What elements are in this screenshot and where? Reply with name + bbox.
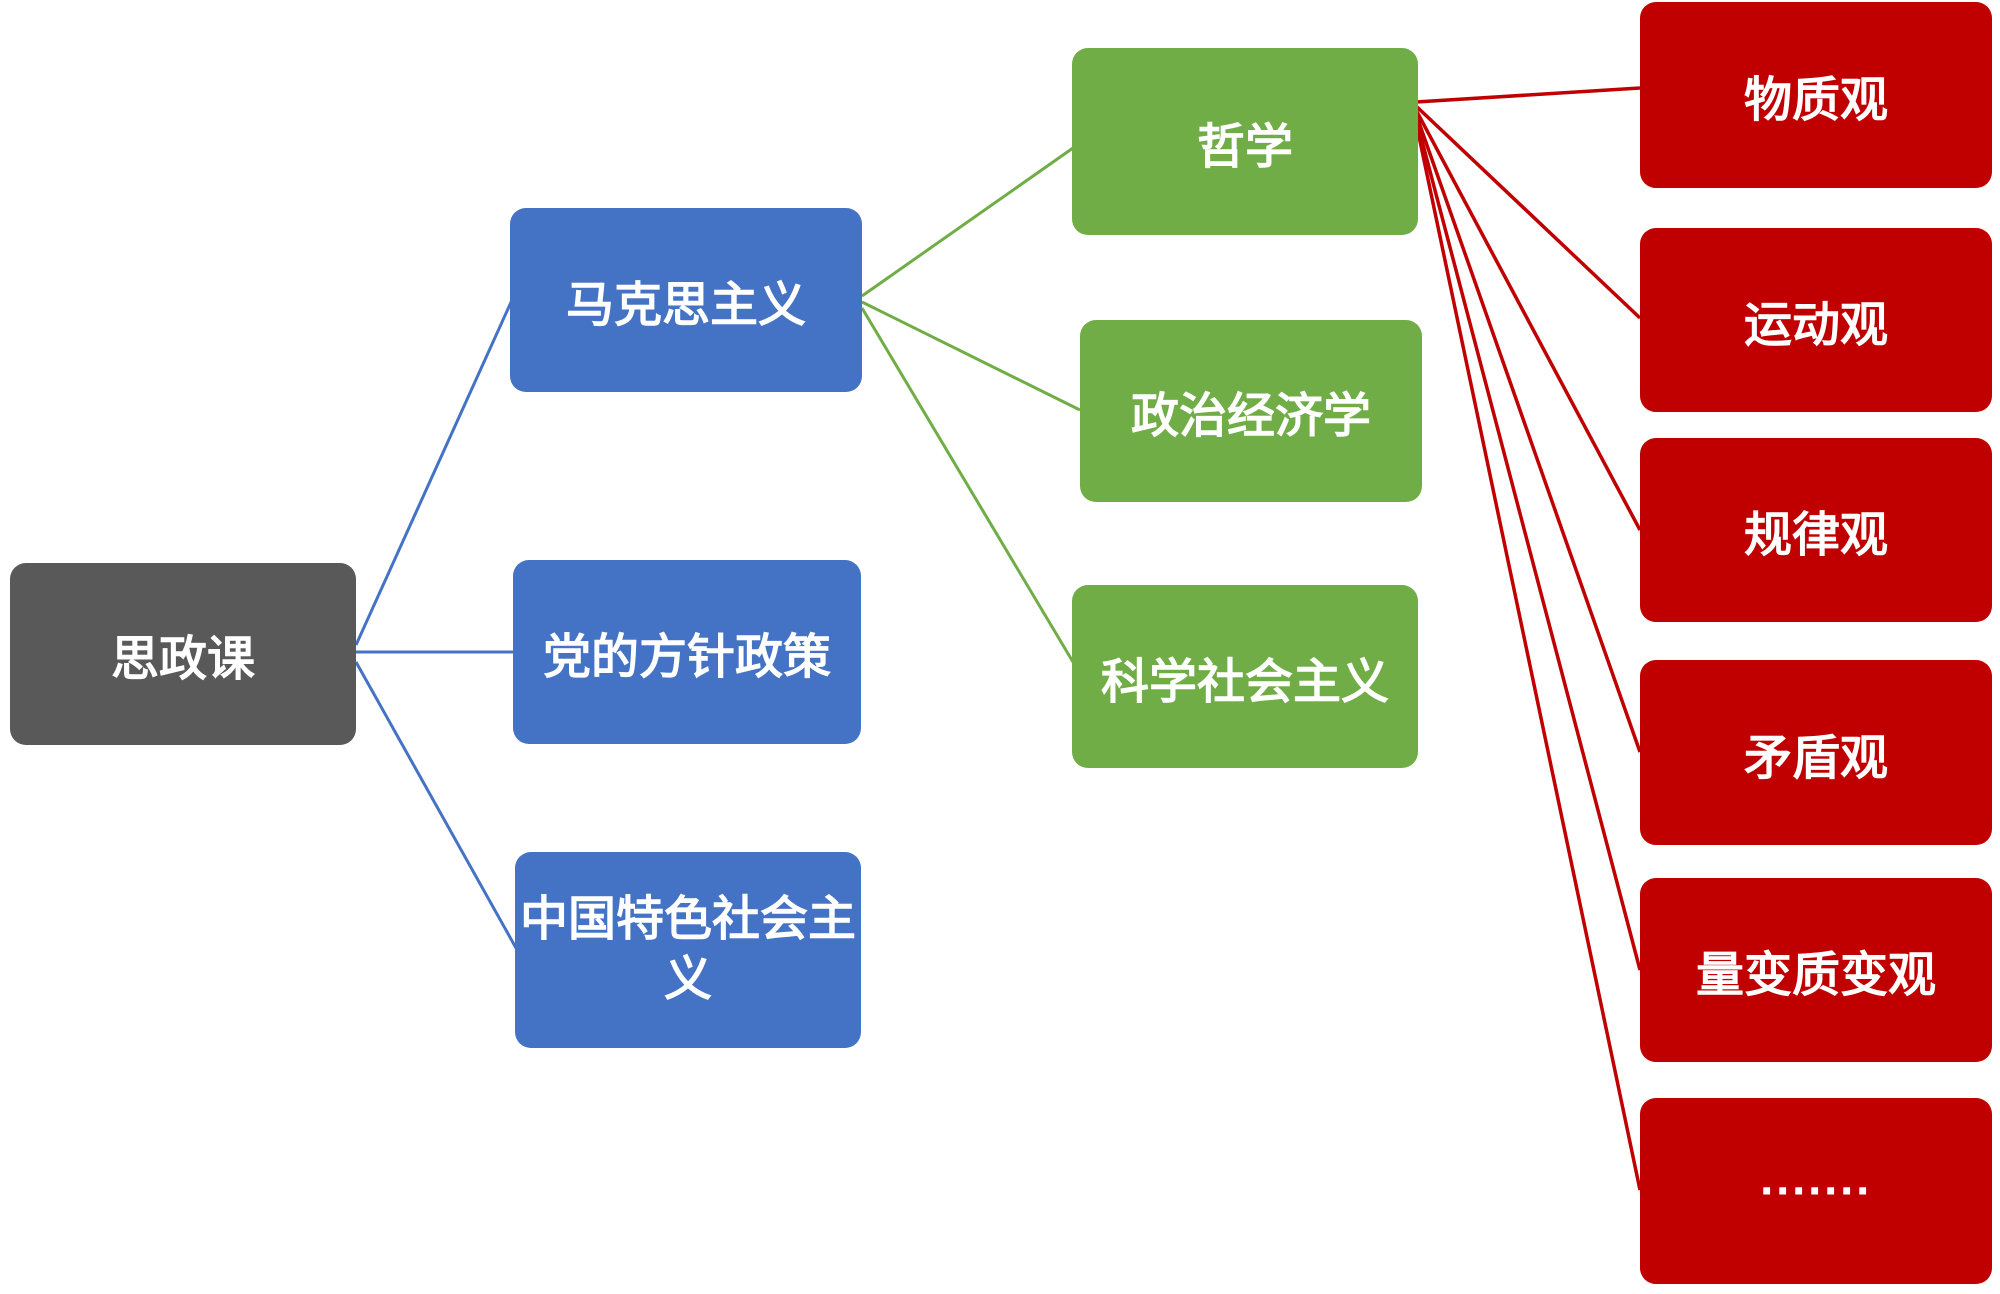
edge-philosophy-contradiction-view [1414, 113, 1642, 753]
node-quantitative-qualitative-view: 量变质变观 [1640, 878, 1992, 1062]
node-scientific-socialism: 科学社会主义 [1072, 585, 1418, 768]
node-political-economy: 政治经济学 [1080, 320, 1422, 502]
node-contradiction-view: 矛盾观 [1640, 660, 1992, 845]
edge-root-marxism [354, 299, 514, 646]
edge-marxism-philosophy [861, 146, 1074, 298]
node-label: 政治经济学 [1130, 390, 1371, 443]
node-label: 矛盾观 [1743, 731, 1888, 785]
node-law-view: 规律观 [1640, 438, 1992, 622]
node-ellipsis: ······· [1640, 1098, 1992, 1284]
edge-philosophy-motion-view [1414, 104, 1642, 320]
node-label: 科学社会主义 [1100, 655, 1389, 709]
node-label: 思政课 [110, 633, 255, 686]
node-philosophy: 哲学 [1072, 48, 1418, 235]
node-label: 量变质变观 [1695, 949, 1936, 1002]
node-material-view: 物质观 [1640, 2, 1992, 188]
edge-philosophy-law-view [1414, 109, 1642, 531]
edge-root-chinese-socialism [354, 661, 518, 949]
edge-philosophy-material-view [1415, 86, 1641, 104]
node-marxism: 马克思主义 [510, 208, 862, 392]
node-label: ······· [1760, 1164, 1872, 1218]
edge-marxism-scientific-socialism [860, 307, 1075, 663]
node-label: 哲学 [1196, 120, 1293, 174]
node-label: 运动观 [1743, 299, 1888, 352]
node-label: 规律观 [1743, 509, 1888, 562]
node-label: 马克思主义 [565, 279, 806, 332]
node-ideological-political-course: 思政课 [10, 563, 356, 745]
edge-marxism-political-economy [861, 300, 1081, 412]
node-label: 中国特色社会主义 [519, 893, 856, 1006]
node-motion-view: 运动观 [1640, 228, 1992, 412]
edge-philosophy-quantitative-view [1414, 117, 1642, 971]
node-socialism-chinese-characteristics: 中国特色社会主义 [515, 852, 861, 1048]
node-party-policies: 党的方针政策 [513, 560, 861, 744]
edge-philosophy-ellipsis [1414, 121, 1642, 1191]
node-label: 党的方针政策 [542, 631, 831, 684]
node-label: 物质观 [1743, 74, 1888, 127]
